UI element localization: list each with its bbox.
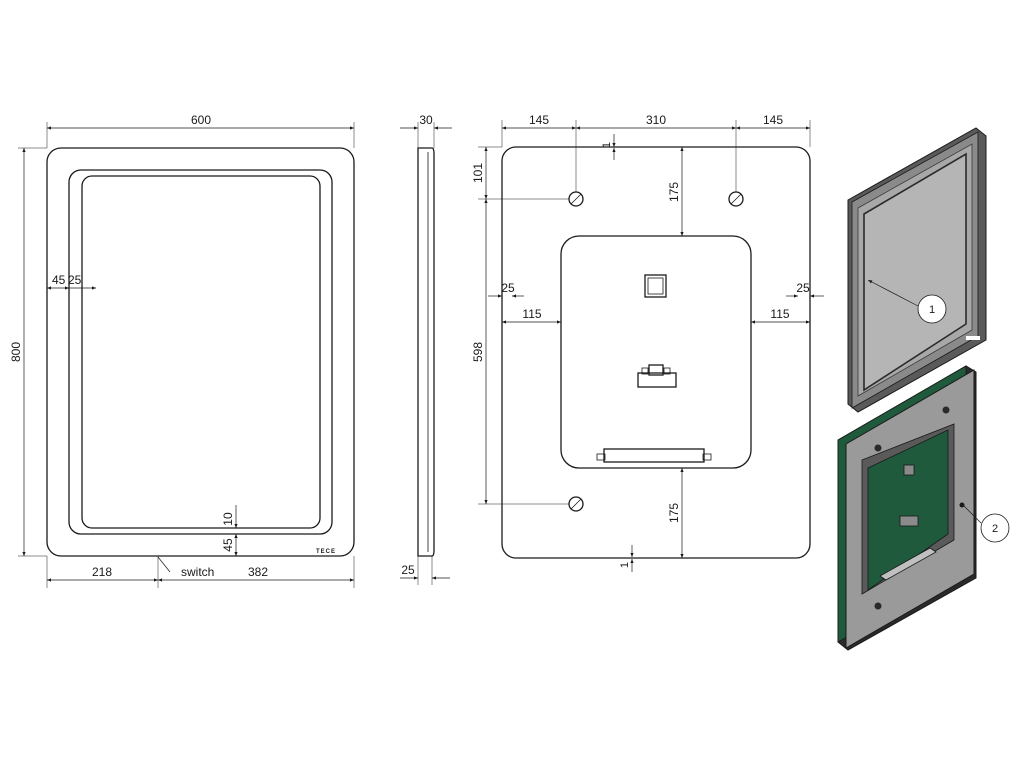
led-strip-dimension: 25 (68, 273, 82, 287)
plate-bottom-dimension: 175 (667, 503, 681, 523)
bottom-margin-dimension: 45 (221, 538, 235, 552)
junction-box-iso (903, 464, 915, 476)
hole-spacing-dimension: 310 (646, 113, 666, 127)
hole-vertical-dimension: 598 (471, 342, 485, 362)
plate-right-dimension: 115 (770, 307, 789, 321)
switch-left-dimension: 218 (92, 565, 112, 579)
top-offset-dimension: 1 (601, 142, 613, 148)
bottom-offset-dimension: 1 (619, 562, 631, 568)
callout-1-label: 1 (929, 304, 935, 316)
depth-top-dimension: 30 (419, 113, 433, 127)
switch-label: switch (181, 565, 214, 579)
switch-point (959, 502, 965, 508)
bracket-clip (637, 364, 677, 388)
bottom-gap-dimension: 10 (221, 512, 235, 526)
plate-left-dimension: 115 (522, 307, 541, 321)
brand-plate-icon (966, 336, 980, 340)
side-view: 30 25 (400, 113, 452, 585)
edge-left-dimension: 25 (501, 281, 515, 295)
callout-2-label: 2 (992, 523, 998, 535)
height-dimension: 800 (9, 342, 23, 362)
callout-1: 1 (867, 279, 947, 324)
iso-hole-1 (874, 444, 882, 452)
iso-hole-3 (874, 602, 882, 610)
iso-hole-2 (942, 406, 950, 414)
junction-box (644, 274, 667, 298)
switch-right-dimension: 382 (248, 565, 268, 579)
isometric-mirror-part (847, 127, 987, 413)
rear-frame (501, 146, 811, 559)
hole-left-dimension: 145 (529, 113, 549, 127)
pcb-board (867, 429, 949, 591)
shelf-rail-iso (879, 547, 937, 581)
rear-view: 145 310 145 1 175 101 598 25 25 115 115 … (471, 113, 824, 572)
mirror-glass (81, 175, 321, 529)
led-strip-outer (68, 169, 333, 535)
plate-top-dimension: 175 (667, 182, 681, 202)
hole-top-dimension: 101 (471, 163, 485, 183)
width-dimension: 600 (191, 113, 211, 127)
front-view: TECE 600 800 45 25 10 45 218 382 switch (9, 113, 355, 588)
mounting-plate (560, 235, 752, 469)
hole-right-dimension: 145 (763, 113, 783, 127)
mirror-side-profile (417, 147, 435, 557)
shelf-rail (596, 448, 712, 463)
callout-2: 2 (963, 505, 1010, 543)
bracket-clip-iso (899, 515, 919, 527)
mirror-outer-frame (46, 147, 355, 557)
brand-mark: TECE (316, 549, 336, 555)
depth-bottom-dimension: 25 (401, 563, 415, 577)
edge-right-dimension: 25 (796, 281, 810, 295)
isometric-back-panel (837, 365, 977, 651)
side-margin-dimension: 45 (52, 273, 66, 287)
switch-leader (157, 556, 171, 573)
